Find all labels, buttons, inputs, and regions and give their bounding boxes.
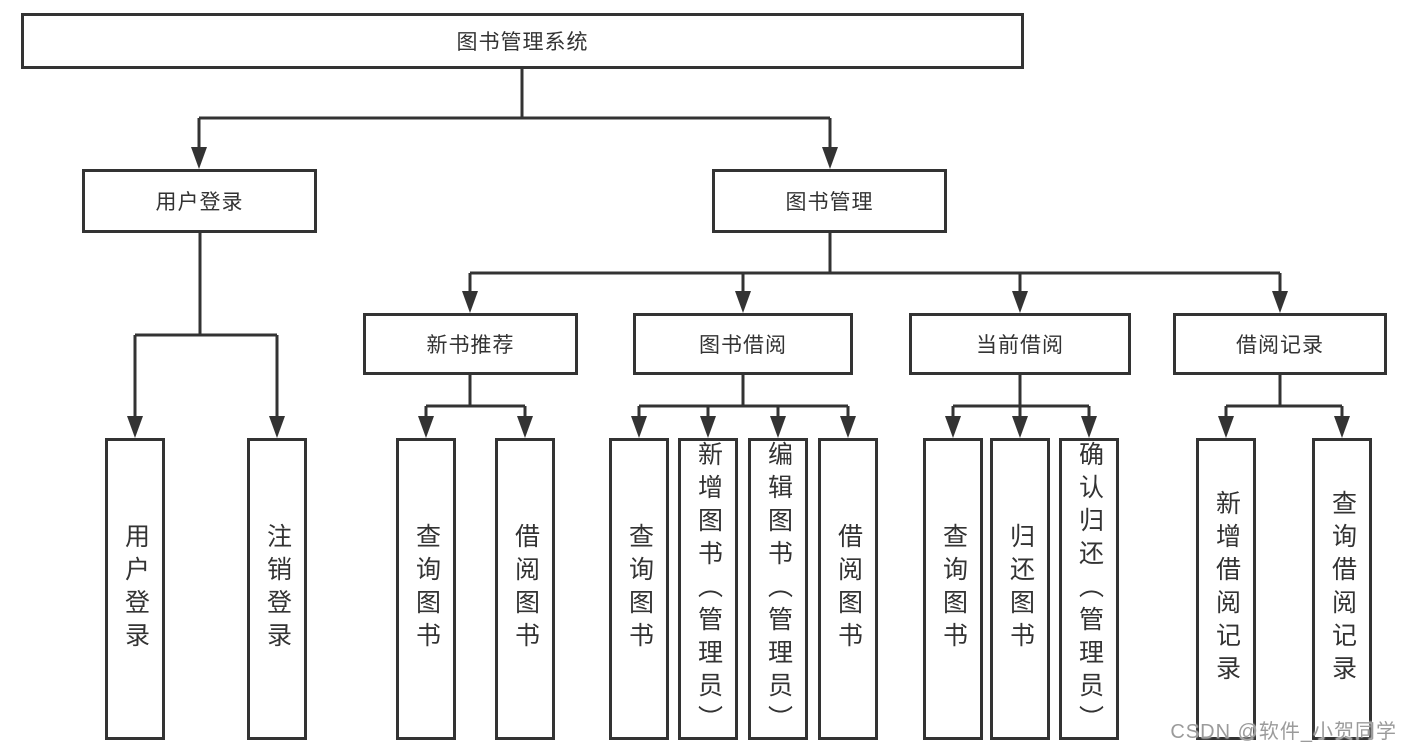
node-label: 确认归还（管理员） bbox=[1075, 440, 1104, 738]
leaf-return-books: 归还图书 bbox=[990, 438, 1050, 740]
node-label: 图书管理系统 bbox=[456, 31, 589, 54]
node-label: 新增借阅记录 bbox=[1212, 490, 1241, 688]
node-label: 借阅记录 bbox=[1236, 334, 1324, 357]
leaf-edit-books-admin: 编辑图书（管理员） bbox=[748, 438, 808, 740]
node-label: 编辑图书（管理员） bbox=[764, 440, 793, 738]
node-current-borrowing: 当前借阅 bbox=[909, 313, 1131, 375]
node-book-management: 图书管理 bbox=[712, 169, 947, 233]
leaf-borrow-books-recommend: 借阅图书 bbox=[495, 438, 555, 740]
node-label: 借阅图书 bbox=[511, 523, 540, 655]
node-label: 用户登录 bbox=[121, 523, 150, 655]
node-label: 查询图书 bbox=[625, 523, 654, 655]
leaf-query-borrow-record: 查询借阅记录 bbox=[1312, 438, 1372, 740]
node-new-book-recommendation: 新书推荐 bbox=[363, 313, 578, 375]
node-label: 用户登录 bbox=[155, 191, 244, 214]
leaf-query-books-recommend: 查询图书 bbox=[396, 438, 456, 740]
node-user-login: 用户登录 bbox=[82, 169, 317, 233]
leaf-add-borrow-record: 新增借阅记录 bbox=[1196, 438, 1256, 740]
node-label: 当前借阅 bbox=[976, 334, 1064, 357]
leaf-logout: 注销登录 bbox=[247, 438, 307, 740]
node-label: 归还图书 bbox=[1006, 523, 1035, 655]
node-label: 新增图书（管理员） bbox=[694, 440, 723, 738]
node-book-borrowing: 图书借阅 bbox=[633, 313, 853, 375]
node-label: 新书推荐 bbox=[426, 334, 515, 357]
node-library-management-system: 图书管理系统 bbox=[21, 13, 1024, 69]
node-label: 图书借阅 bbox=[699, 334, 787, 357]
arrowhead-icons bbox=[127, 147, 1350, 438]
leaf-add-books-admin: 新增图书（管理员） bbox=[678, 438, 738, 740]
leaf-confirm-return-admin: 确认归还（管理员） bbox=[1059, 438, 1119, 740]
node-label: 查询图书 bbox=[939, 523, 968, 655]
node-borrowing-records: 借阅记录 bbox=[1173, 313, 1387, 375]
leaf-user-login: 用户登录 bbox=[105, 438, 165, 740]
node-label: 注销登录 bbox=[263, 523, 292, 655]
node-label: 查询借阅记录 bbox=[1328, 490, 1357, 688]
leaf-borrow-books-borrowing: 借阅图书 bbox=[818, 438, 878, 740]
node-label: 借阅图书 bbox=[834, 523, 863, 655]
node-label: 图书管理 bbox=[785, 191, 874, 214]
node-label: 查询图书 bbox=[412, 523, 441, 655]
leaf-query-books-borrowing: 查询图书 bbox=[609, 438, 669, 740]
csdn-watermark: CSDN @软件_小贺同学 bbox=[1170, 721, 1397, 743]
leaf-query-books-current: 查询图书 bbox=[923, 438, 983, 740]
